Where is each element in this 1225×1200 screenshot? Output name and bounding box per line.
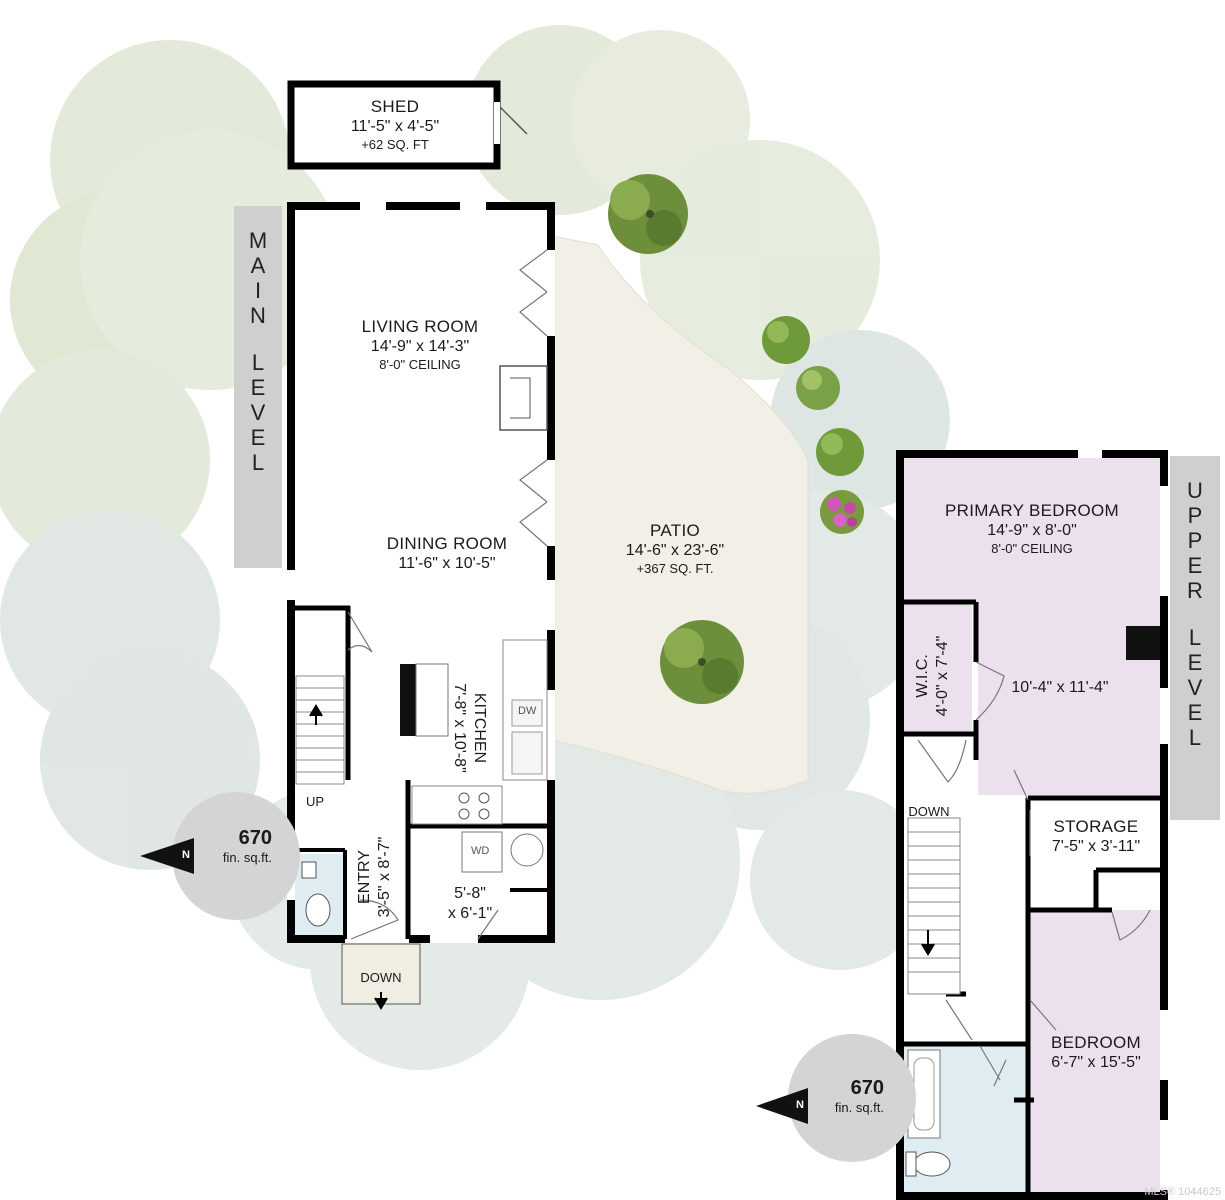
title-letter: E <box>250 425 266 450</box>
title-letter: E <box>1187 700 1203 725</box>
washer-dryer-label: WD <box>471 845 490 857</box>
title-letter: I <box>254 278 262 303</box>
room-label-patio: PATIO 14'-6" x 23'-6" +367 SQ. FT. <box>590 520 760 578</box>
room-dims: 11'-5" x 4'-5" <box>350 118 440 136</box>
north-label: N <box>182 849 190 861</box>
room-label-primary: PRIMARY BEDROOM 14'-9" x 8'-0" 8'-0" CEI… <box>940 500 1124 558</box>
upper-sqft: 670 fin. sq.ft. <box>812 1076 884 1116</box>
upper-level-walls <box>896 450 1168 1200</box>
room-name: W.I.C. <box>914 654 931 698</box>
title-letter: L <box>1188 625 1202 650</box>
title-letter: L <box>1188 725 1202 750</box>
room-area: +367 SQ. FT. <box>636 561 714 577</box>
shed-walls <box>287 80 528 170</box>
stair-down-label: DOWN <box>360 970 402 985</box>
main-level-title: M A I N L E V E L <box>234 206 282 568</box>
title-letter: E <box>1187 553 1203 578</box>
room-dims: 5'-8" <box>454 885 486 902</box>
title-letter: E <box>250 375 266 400</box>
room-dims: 7'-5" x 3'-11" <box>1051 838 1141 856</box>
title-letter: U <box>1187 478 1203 503</box>
room-label-shed: SHED 11'-5" x 4'-5" +62 SQ. FT <box>300 96 490 154</box>
dishwasher-label: DW <box>518 705 537 717</box>
title-letter: R <box>1187 578 1203 603</box>
stair-down-label: DOWN <box>908 804 950 819</box>
room-dims: 14'-9" x 14'-3" <box>370 338 470 356</box>
title-letter: E <box>1187 650 1203 675</box>
room-name: BEDROOM <box>1051 1033 1141 1052</box>
room-dims: 3'-5" x 8'-7" <box>376 836 393 918</box>
title-letter: P <box>1187 528 1203 553</box>
room-label-primary-dims2: 10'-4" x 11'-4" <box>1000 678 1120 698</box>
room-label-wic: W.I.C. 4'-0" x 7'-4" <box>913 621 957 731</box>
room-dims: x 6'-1" <box>447 905 493 922</box>
upper-sqft-badge <box>788 1034 916 1162</box>
room-name: SHED <box>370 97 420 116</box>
title-letter: N <box>250 303 266 328</box>
room-name: PATIO <box>650 521 700 540</box>
room-label-laundry: 5'-8" x 6'-1" <box>430 884 510 924</box>
stair-up-label: UP <box>305 794 325 809</box>
title-letter: L <box>251 450 265 475</box>
room-name: ENTRY <box>356 850 373 904</box>
title-letter: M <box>248 228 268 253</box>
flower-bush-icon <box>820 490 864 534</box>
room-label-living: LIVING ROOM 14'-9" x 14'-3" 8'-0" CEILIN… <box>330 316 510 374</box>
main-sqft: 670 fin. sq.ft. <box>200 826 272 866</box>
title-letter: V <box>250 400 266 425</box>
upper-level-title: U P P E R L E V E L <box>1170 456 1220 820</box>
room-dims: 4'-0" x 7'-4" <box>934 635 951 717</box>
room-name: PRIMARY BEDROOM <box>945 501 1119 520</box>
north-arrow-icon <box>140 838 194 874</box>
shrub-icon <box>816 428 864 476</box>
room-label-dining: DINING ROOM 11'-6" x 10'-5" <box>357 533 537 574</box>
room-name: DINING ROOM <box>386 534 508 553</box>
title-letter: V <box>1187 675 1203 700</box>
room-area: +62 SQ. FT <box>361 137 429 153</box>
patio-surface <box>551 235 809 794</box>
room-ceiling: 8'-0" CEILING <box>379 357 461 373</box>
north-label: N <box>796 1099 804 1111</box>
tree-icon <box>660 620 744 704</box>
room-dims: 14'-9" x 8'-0" <box>987 522 1077 540</box>
sqft-value: 670 <box>850 1077 884 1099</box>
sqft-unit: fin. sq.ft. <box>222 850 272 865</box>
room-ceiling: 8'-0" CEILING <box>991 541 1073 557</box>
title-letter: P <box>1187 503 1203 528</box>
tree-icon <box>608 174 688 254</box>
title-letter: L <box>251 350 265 375</box>
room-dims: 10'-4" x 11'-4" <box>1011 679 1109 696</box>
room-dims: 7'-8" x 10'-8" <box>451 683 468 773</box>
shrub-icon <box>796 366 840 410</box>
room-dims: 6'-7" x 15'-5" <box>1051 1054 1141 1072</box>
room-label-entry: ENTRY 3'-5" x 8'-7" <box>355 822 399 932</box>
main-level-walls <box>287 202 555 943</box>
title-letter: A <box>250 253 266 278</box>
main-sqft-badge <box>172 792 300 920</box>
sqft-value: 670 <box>238 827 272 849</box>
room-label-bedroom: BEDROOM 6'-7" x 15'-5" <box>1036 1032 1156 1073</box>
room-name: KITCHEN <box>471 692 488 764</box>
sqft-unit: fin. sq.ft. <box>834 1100 884 1115</box>
room-name: STORAGE <box>1053 817 1139 836</box>
room-label-storage: STORAGE 7'-5" x 3'-11" <box>1036 816 1156 857</box>
room-label-kitchen: KITCHEN 7'-8" x 10'-8" <box>445 663 489 793</box>
shrub-icon <box>762 316 810 364</box>
north-arrow-icon <box>756 1088 808 1124</box>
watermark: MLS® 1044625 <box>1144 1186 1221 1198</box>
room-dims: 14'-6" x 23'-6" <box>625 542 725 560</box>
room-dims: 11'-6" x 10'-5" <box>398 555 496 573</box>
room-name: LIVING ROOM <box>361 317 479 336</box>
